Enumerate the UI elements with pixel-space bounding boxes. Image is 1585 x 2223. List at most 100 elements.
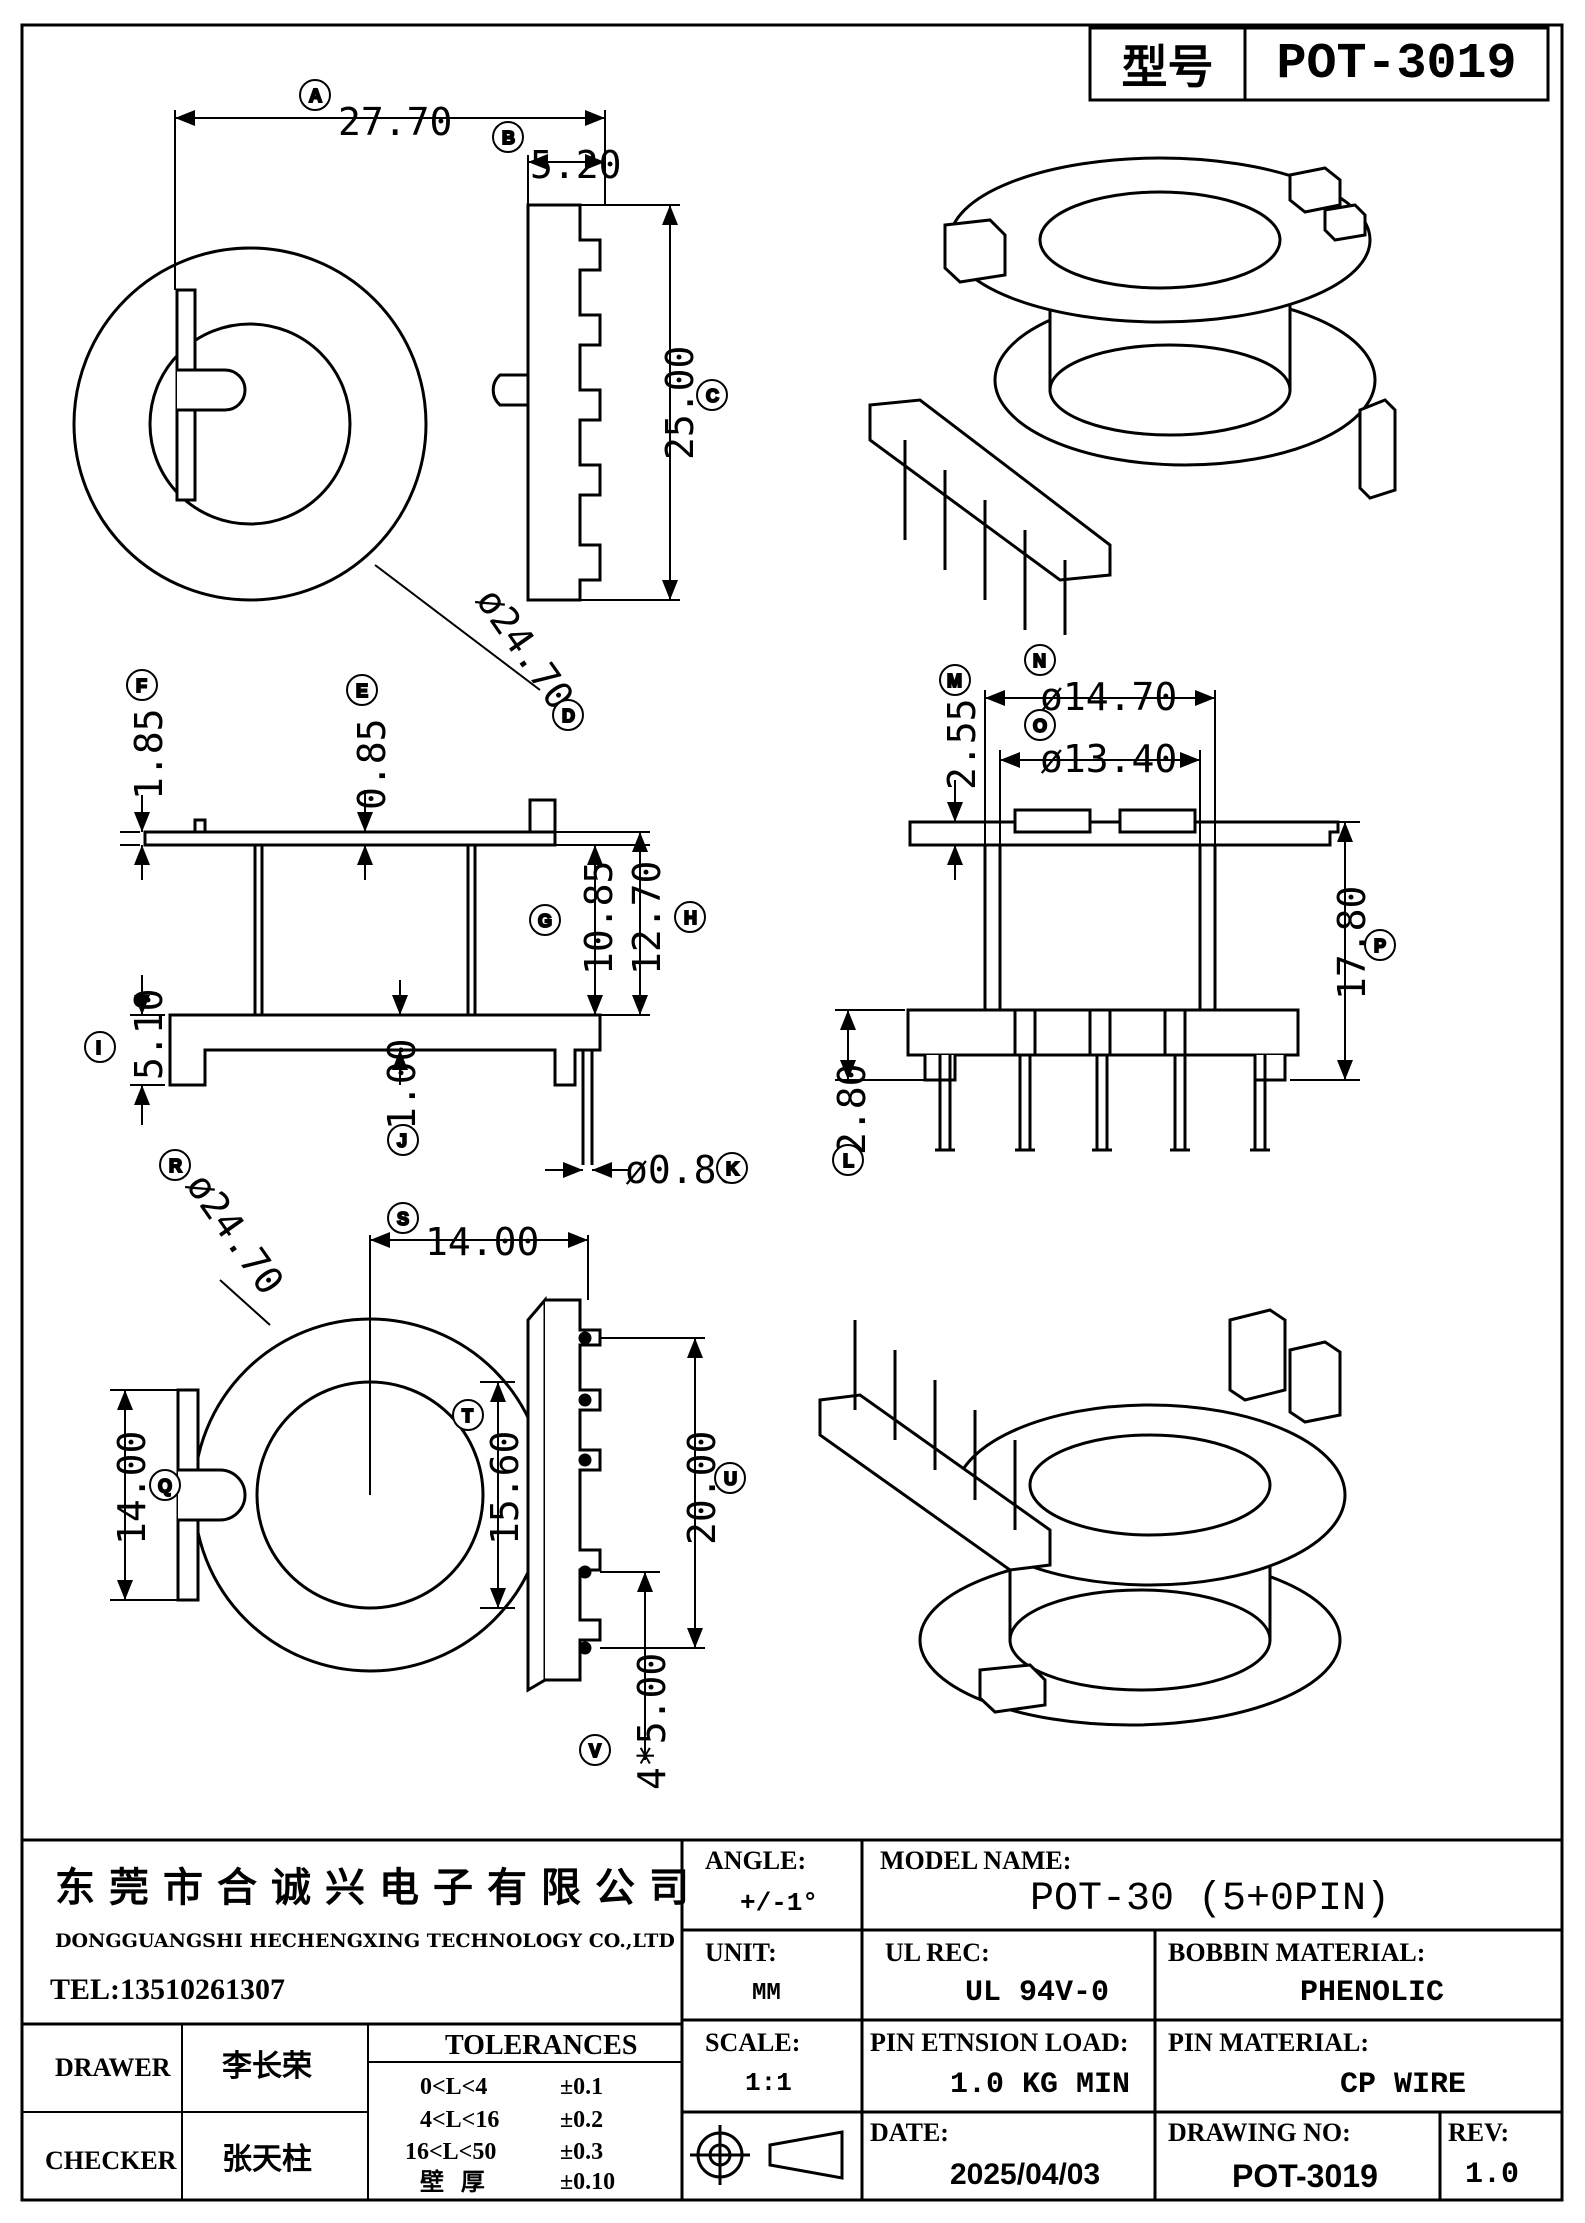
- tolerance-value-1: ±0.1: [560, 2074, 604, 2100]
- dim-a-value: 27.70: [338, 100, 452, 144]
- bobbin-material-value: PHENOLIC: [1300, 1976, 1445, 2010]
- tolerance-range-3: 16<L<50: [405, 2139, 497, 2165]
- svg-text:L: L: [843, 1151, 854, 1171]
- svg-text:C: C: [706, 386, 719, 406]
- side-view-top-plate: [143, 830, 557, 847]
- front-view-dims: [835, 690, 1360, 1081]
- dim-t-value: 15.60: [483, 1431, 527, 1545]
- tolerance-value-3: ±0.3: [560, 2139, 604, 2165]
- callout-q: Q: [149, 1469, 181, 1501]
- drawer-name: 李长荣: [222, 2049, 312, 2084]
- front-view-base-feet: [923, 1055, 1287, 1082]
- iso-top-pin-block: [868, 398, 1112, 582]
- callout-o: O: [1024, 709, 1056, 741]
- dim-f-value: 1.85: [127, 708, 171, 800]
- svg-text:V: V: [589, 1741, 601, 1761]
- date-label: DATE:: [870, 2118, 949, 2147]
- dim-i-value: 5.10: [127, 988, 171, 1080]
- model-name-label: MODEL NAME:: [880, 1846, 1072, 1875]
- iso-bottom-foot: [978, 1663, 1047, 1714]
- company-name-en: DONGGUANGSHI HECHENGXING TECHNOLOGY CO.,…: [55, 1930, 675, 1952]
- dim-v-value: 4*5.00: [630, 1653, 674, 1790]
- dim-e-value: 0.85: [350, 718, 394, 810]
- date-value: 2025/04/03: [950, 2158, 1101, 2191]
- iso-top-tab-right2: [1323, 203, 1367, 242]
- callout-s: S: [387, 1202, 419, 1234]
- dim-u-value: 20.00: [680, 1431, 724, 1545]
- top-view-right-slot: [491, 373, 528, 407]
- dim-h-value: 12.70: [625, 861, 669, 975]
- callout-t: T: [452, 1399, 484, 1431]
- side-view-bottom-base: [168, 1013, 602, 1087]
- pin-load-label: PIN ETNSION LOAD:: [870, 2028, 1129, 2057]
- side-view-dims: [120, 790, 650, 1178]
- top-view-pin-rail: [526, 203, 602, 602]
- front-view-top-slot-1: [1013, 808, 1092, 834]
- svg-text:R: R: [169, 1156, 182, 1176]
- iso-top-tab-right1: [1288, 166, 1342, 214]
- scale-value: 1:1: [745, 2068, 792, 2098]
- tolerance-range-4: 壁 厚: [420, 2168, 485, 2196]
- dim-s-value: 14.00: [425, 1220, 539, 1264]
- callout-e: E: [346, 674, 378, 706]
- pin-material-value: CP WIRE: [1340, 2068, 1467, 2102]
- dim-c-value: 25.00: [658, 346, 702, 460]
- iso-bottom-pin-block: [818, 1393, 1052, 1572]
- rev-value: 1.0: [1465, 2158, 1520, 2192]
- header-model-value: POT-3019: [1276, 35, 1517, 93]
- tolerance-value-4: ±0.10: [560, 2169, 616, 2195]
- callout-i: I: [84, 1031, 116, 1063]
- svg-text:D: D: [562, 706, 575, 726]
- checker-name: 张天柱: [222, 2142, 312, 2177]
- svg-text:T: T: [462, 1406, 473, 1426]
- callout-f: F: [126, 669, 158, 701]
- drawing-no-value: POT-3019: [1232, 2158, 1378, 2194]
- angle-value: +/-1°: [740, 1888, 819, 1918]
- callout-h: H: [674, 901, 706, 933]
- iso-view-top: [868, 156, 1397, 635]
- bottom-view: [176, 1240, 602, 1693]
- dim-r-value: ø24.70: [178, 1165, 293, 1303]
- dim-m-value: 2.55: [940, 698, 984, 790]
- iso-bottom-tab-1: [1228, 1308, 1287, 1402]
- tolerance-value-2: ±0.2: [560, 2107, 604, 2133]
- top-view-bore: [148, 322, 352, 526]
- bottom-view-pin-rail: [526, 1295, 547, 1693]
- dim-o-value: ø13.40: [1040, 737, 1177, 781]
- scale-label: SCALE:: [705, 2028, 801, 2057]
- leader-d: [374, 564, 541, 691]
- svg-text:I: I: [96, 1038, 101, 1058]
- svg-text:A: A: [309, 86, 322, 106]
- drawer-label: DRAWER: [55, 2053, 171, 2082]
- svg-text:F: F: [136, 676, 147, 696]
- dim-g-value: 10.85: [577, 861, 621, 975]
- tolerance-range-1: 0<L<4: [420, 2074, 488, 2100]
- iso-bottom-bore: [1028, 1433, 1272, 1537]
- svg-text:S: S: [397, 1209, 409, 1229]
- callout-a: A: [299, 79, 331, 111]
- callout-u: U: [714, 1462, 746, 1494]
- callout-l: L: [832, 1144, 864, 1176]
- svg-text:O: O: [1033, 716, 1047, 736]
- front-view-top-slot-2: [1118, 808, 1197, 834]
- bottom-view-left-slot: [178, 1468, 247, 1522]
- dim-b-value: 5.20: [530, 143, 622, 187]
- svg-text:N: N: [1033, 651, 1046, 671]
- svg-text:M: M: [947, 671, 962, 691]
- company-tel: TEL:13510261307: [50, 1973, 286, 2006]
- dim-n-value: ø14.70: [1040, 675, 1177, 719]
- iso-top-tab-left: [943, 218, 1007, 284]
- unit-value: MM: [752, 1980, 781, 2007]
- leader-r: [219, 1279, 271, 1326]
- front-view-core: [983, 843, 1217, 1012]
- pin-material-label: PIN MATERIAL:: [1168, 2028, 1370, 2057]
- side-view: [143, 798, 602, 1165]
- iso-view-bottom: [818, 1308, 1347, 1727]
- svg-text:U: U: [724, 1469, 737, 1489]
- top-view-dims: [174, 110, 680, 691]
- tolerances-header: TOLERANCES: [445, 2030, 638, 2061]
- callout-n: N: [1024, 644, 1056, 676]
- angle-label: ANGLE:: [705, 1846, 807, 1875]
